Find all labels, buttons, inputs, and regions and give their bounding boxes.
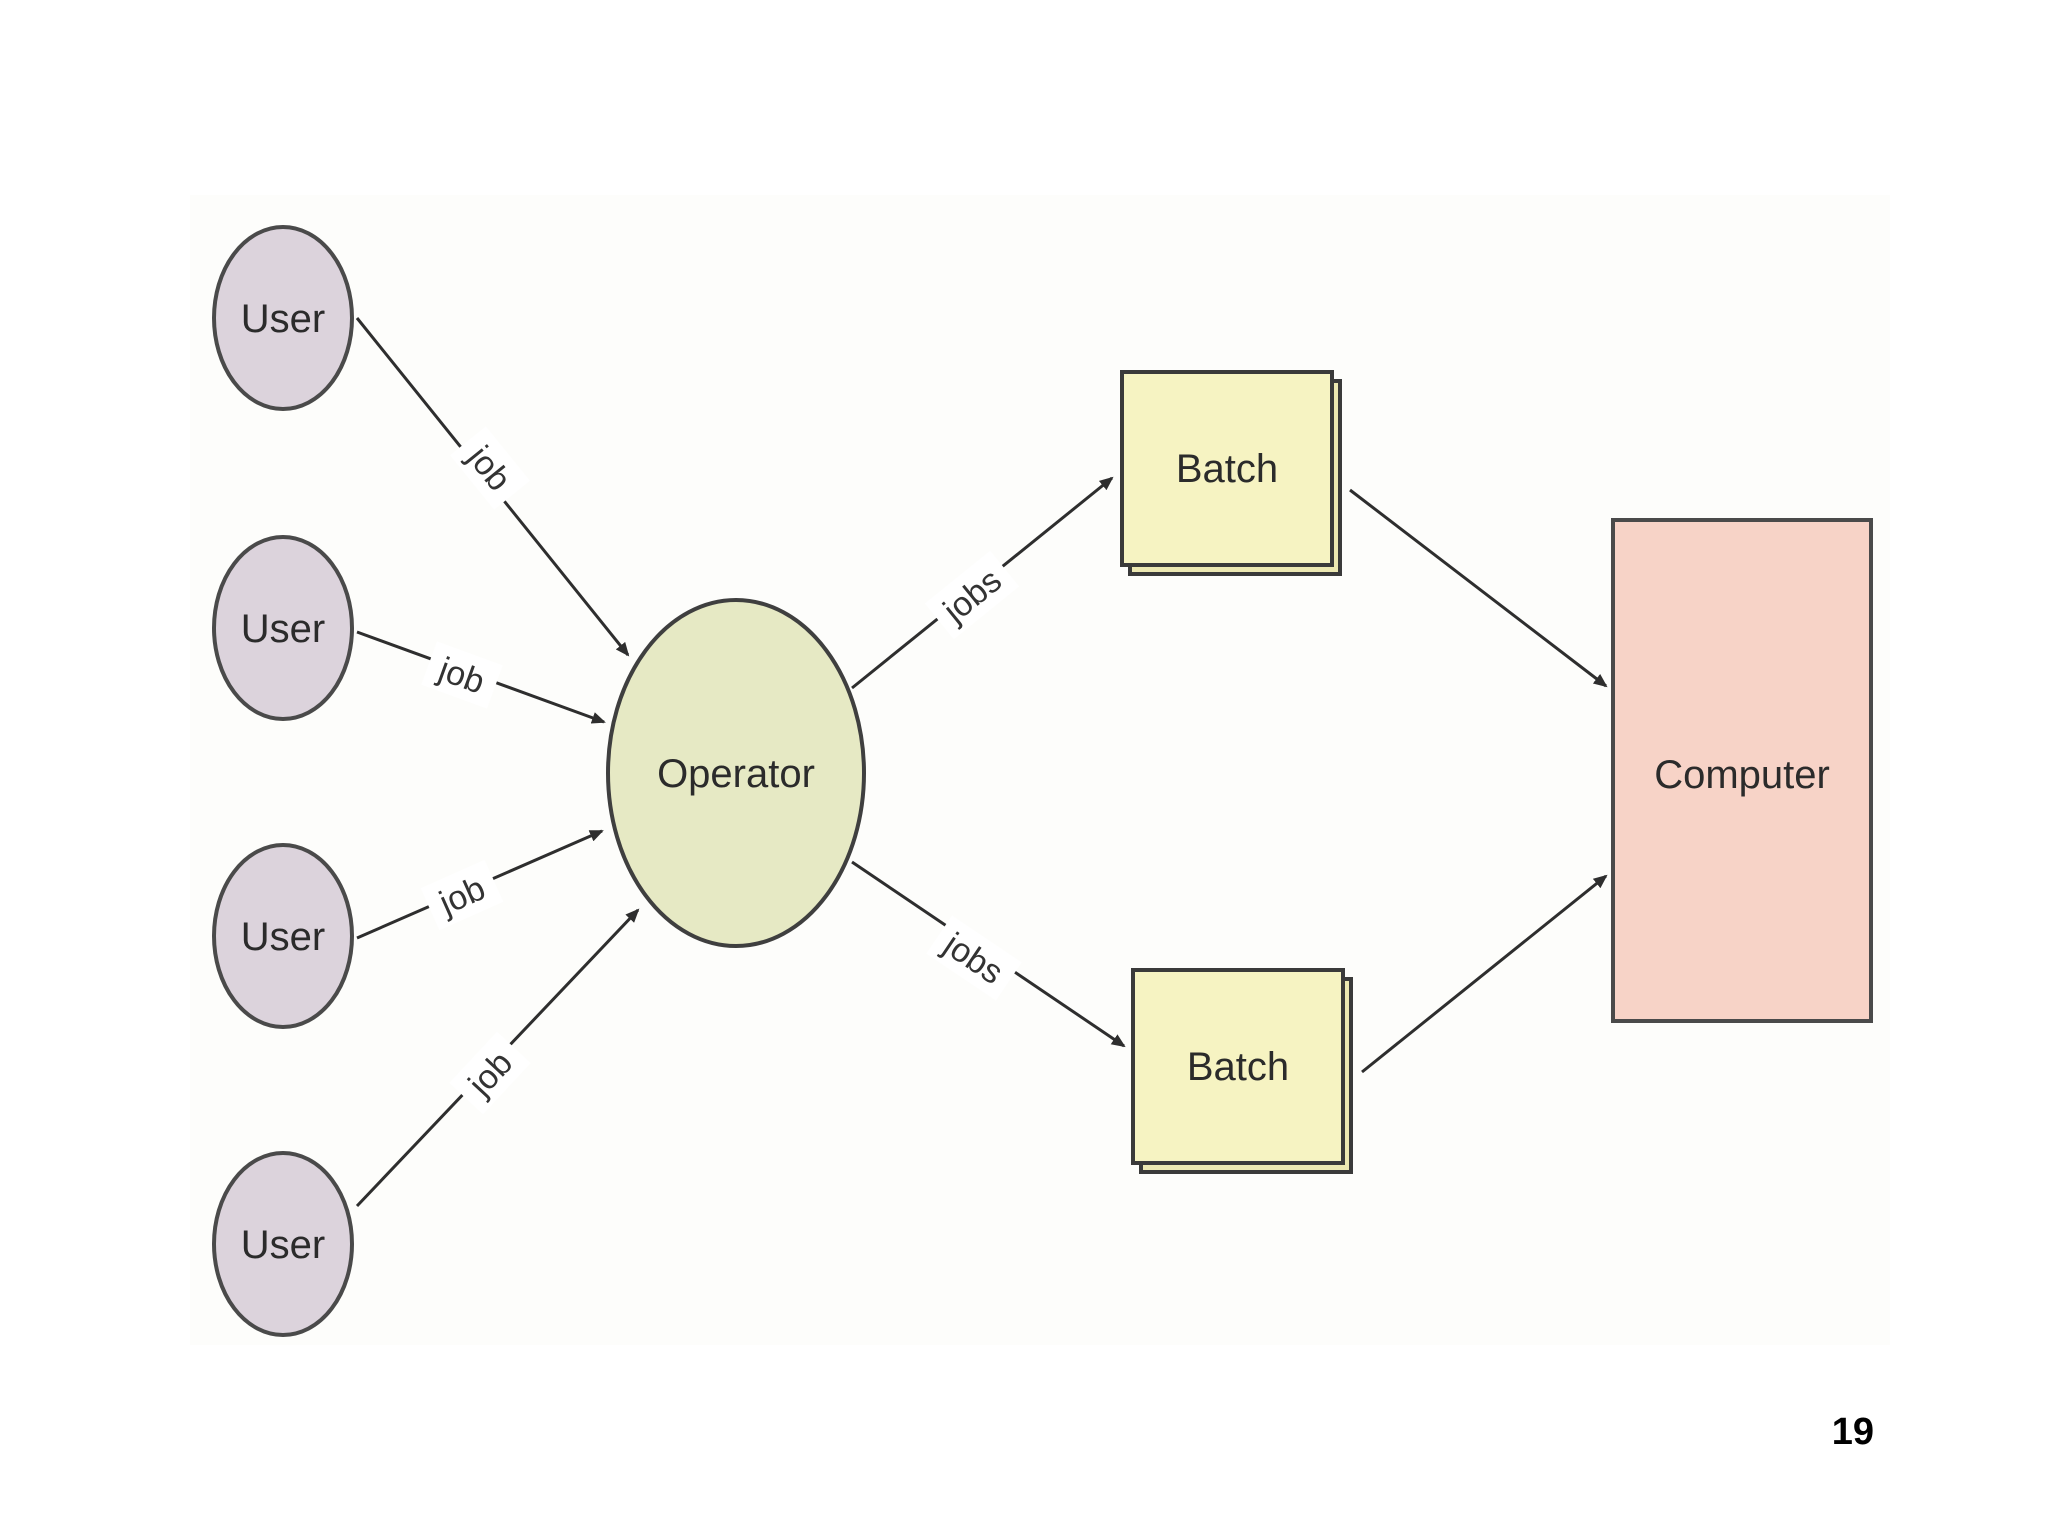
diagram-backdrop <box>190 195 1890 1345</box>
operator-node: Operator <box>606 598 866 948</box>
user-label-3: User <box>241 915 325 959</box>
edge-batch1-computer <box>1349 488 1608 688</box>
edge-operator-batch2: jobs <box>851 860 1126 1048</box>
user-node-1: User <box>212 225 354 411</box>
operator-label: Operator <box>657 752 815 796</box>
batch-node-2: Batch <box>1131 968 1353 1174</box>
batch-label-2: Batch <box>1187 1045 1289 1089</box>
page-number: 19 <box>1831 1411 1874 1453</box>
edge-batch2-computer <box>1361 874 1608 1074</box>
user-node-3: User <box>212 843 354 1029</box>
edge-user2-operator: job <box>356 630 606 724</box>
user-node-4: User <box>212 1151 354 1337</box>
edge-user4-operator: job <box>355 908 640 1208</box>
user-label-4: User <box>241 1223 325 1267</box>
edge-operator-batch1: jobs <box>851 476 1114 690</box>
user-label-2: User <box>241 607 325 651</box>
edge-user1-operator: job <box>355 317 630 657</box>
computer-label: Computer <box>1654 753 1830 797</box>
batch-node-1: Batch <box>1120 370 1342 576</box>
edge-user3-operator: job <box>356 829 604 940</box>
computer-node: Computer <box>1611 518 1873 1023</box>
batch-label-1: Batch <box>1176 447 1278 491</box>
user-label-1: User <box>241 297 325 341</box>
user-node-2: User <box>212 535 354 721</box>
